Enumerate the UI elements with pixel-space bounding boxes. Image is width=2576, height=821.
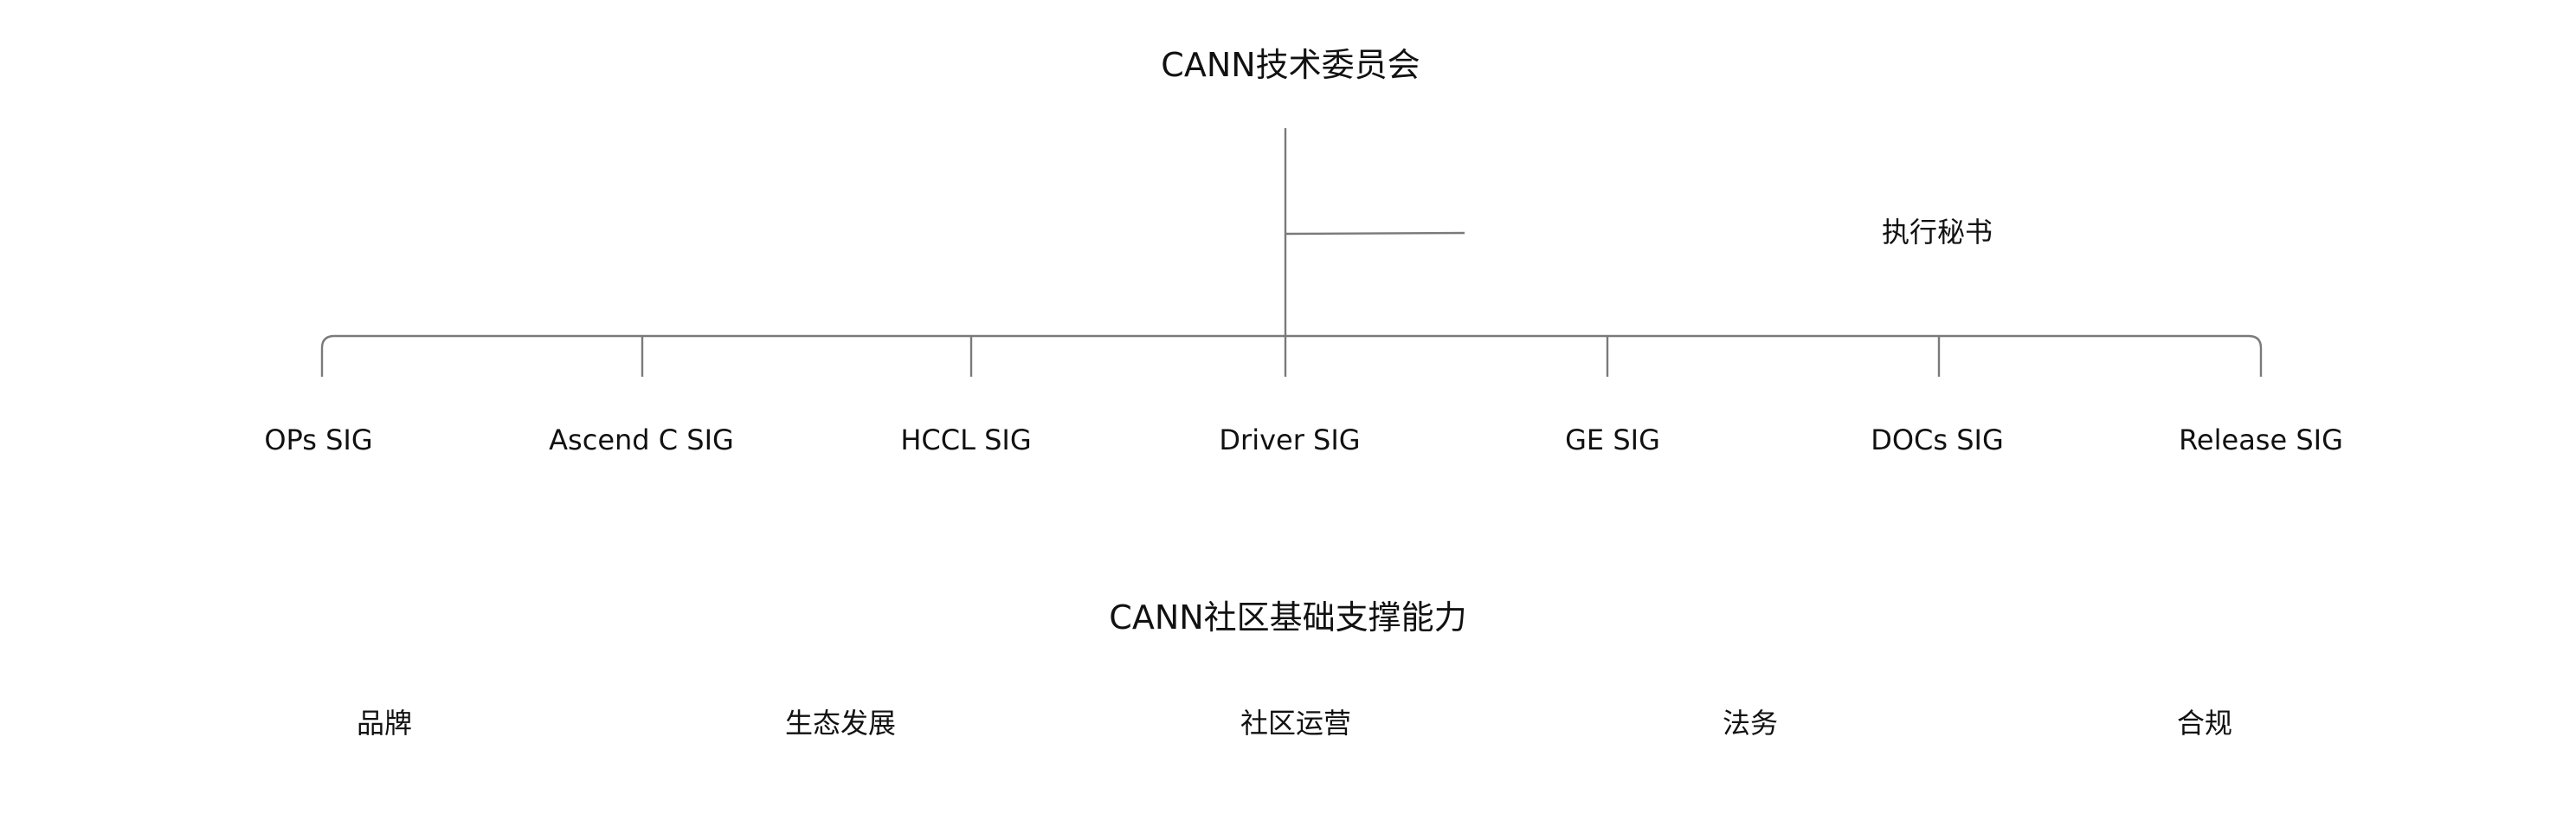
secretary-branch-line (1285, 231, 1465, 236)
support-item-operations: 社区运营 (1240, 707, 1352, 740)
sig-node-ops: OPs SIG (264, 423, 373, 456)
secretary-label: 执行秘书 (1881, 216, 1993, 249)
support-item-compliance: 合规 (2176, 707, 2233, 740)
committee-title: CANN技术委员会 (1161, 46, 1420, 84)
support-item-ecosystem: 生态发展 (784, 707, 897, 740)
sig-node-docs: DOCs SIG (1871, 423, 2004, 456)
support-title: CANN社区基础支撑能力 (1109, 598, 1467, 637)
sig-node-release: Release SIG (2179, 423, 2343, 456)
sig-node-driver: Driver SIG (1219, 423, 1361, 456)
sig-node-ascend-c: Ascend C SIG (549, 423, 734, 456)
sig-node-hccl: HCCL SIG (900, 423, 1032, 456)
support-item-brand: 品牌 (356, 707, 413, 740)
support-item-legal: 法务 (1722, 707, 1779, 740)
sig-node-ge: GE SIG (1565, 423, 1660, 456)
sig-bus-line (320, 334, 2263, 377)
